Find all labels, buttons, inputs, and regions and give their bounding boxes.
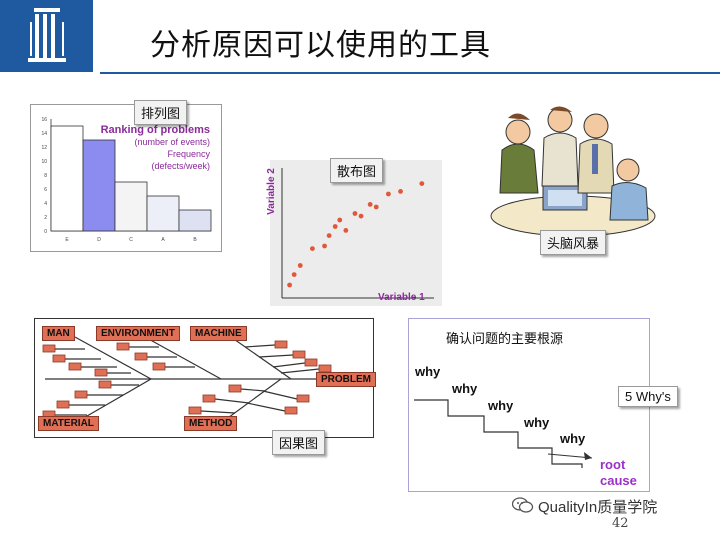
- page-number: 42: [612, 516, 629, 531]
- brainstorm-label: 头脑风暴: [540, 230, 607, 255]
- pareto-y-tick: 8: [44, 173, 47, 179]
- pareto-y-tick: 14: [41, 131, 47, 137]
- pareto-bar: [50, 125, 84, 232]
- scatter-point: [332, 224, 338, 229]
- scatter-point: [337, 217, 343, 223]
- pareto-legend-line1: (number of events): [134, 137, 210, 147]
- five-whys-staircase: [414, 399, 593, 468]
- scatter-point: [310, 246, 315, 251]
- scatter-point: [322, 243, 327, 249]
- five-whys-title: 确认问题的主要根源: [446, 332, 564, 347]
- pareto-x-tick: B: [193, 237, 197, 243]
- pareto-y-tick: 16: [41, 117, 47, 123]
- pareto-y-tick: 2: [44, 215, 47, 221]
- pareto-y-tick: 4: [44, 201, 47, 207]
- pareto-x-tick: C: [129, 237, 133, 243]
- fishbone-cat-man: MAN: [42, 326, 75, 341]
- scatter-label: 散布图: [330, 158, 384, 183]
- watermark-text: QualityIn质量学院: [538, 499, 658, 516]
- page-title: 分析原因可以使用的工具: [150, 28, 491, 63]
- pareto-y-tick: 0: [44, 229, 47, 235]
- pareto-bar: [114, 181, 148, 232]
- pareto-y-tick: 12: [41, 145, 47, 151]
- scatter-point: [358, 213, 364, 219]
- university-logo: [0, 0, 93, 72]
- scatter-point: [297, 263, 303, 268]
- scatter-panel: [270, 160, 442, 306]
- scatter-point: [326, 233, 332, 238]
- title-divider: [100, 72, 720, 74]
- pareto-chart: 0 2 4 6 8 10 12 14 16E D C A B: [41, 117, 212, 243]
- scatter-ylabel: Variable 2: [265, 168, 277, 215]
- fishbone-cat-material: MATERIAL: [38, 416, 99, 431]
- pareto-bar: [146, 195, 180, 232]
- why-step-2: why: [452, 381, 478, 396]
- root-cause-label: root cause: [600, 457, 637, 489]
- fishbone-diagram: [42, 336, 332, 424]
- pareto-x-tick: D: [97, 237, 101, 243]
- pareto-legend-line3: (defects/week): [151, 161, 210, 171]
- pareto-bar: [178, 209, 212, 232]
- scatter-point: [419, 181, 425, 186]
- fishbone-label: 因果图: [272, 430, 326, 455]
- fishbone-cat-method: METHOD: [184, 416, 238, 431]
- root-cause-line1: root: [600, 457, 626, 472]
- scatter-point: [398, 189, 403, 194]
- scatter-point: [373, 204, 379, 210]
- pareto-x-tick: A: [161, 237, 165, 243]
- scatter-chart: [281, 168, 434, 299]
- scatter-point: [291, 272, 297, 277]
- fishbone-cat-machine: MACHINE: [190, 326, 247, 341]
- pareto-legend: Ranking of problems (number of events) F…: [80, 124, 210, 172]
- people-meeting-icon: [490, 106, 656, 237]
- scatter-point: [367, 202, 373, 207]
- scatter-point: [352, 211, 358, 216]
- fishbone-cat-environment: ENVIRONMENT: [96, 326, 180, 341]
- pareto-legend-title: Ranking of problems: [100, 124, 210, 136]
- why-step-3: why: [488, 398, 514, 413]
- why-step-4: why: [524, 415, 550, 430]
- pareto-x-tick: E: [65, 237, 69, 243]
- brainstorm-illustration: [488, 98, 658, 238]
- scatter-xlabel: Variable 1: [378, 292, 425, 303]
- scatter-point: [287, 282, 292, 288]
- scatter-point: [386, 191, 391, 197]
- fishbone-problem: PROBLEM: [316, 372, 376, 387]
- why-step-5: why: [560, 431, 586, 446]
- pareto-legend-line2: Frequency: [167, 149, 210, 159]
- wechat-icon: [511, 496, 534, 514]
- five-whys-label: 5 Why's: [618, 386, 678, 407]
- scatter-point: [343, 228, 349, 233]
- why-step-1: why: [415, 364, 441, 379]
- pareto-y-tick: 6: [44, 187, 47, 193]
- pareto-y-tick: 10: [41, 159, 47, 165]
- building-logo-icon: [28, 8, 66, 62]
- pareto-label: 排列图: [134, 100, 188, 125]
- root-cause-line2: cause: [600, 473, 637, 488]
